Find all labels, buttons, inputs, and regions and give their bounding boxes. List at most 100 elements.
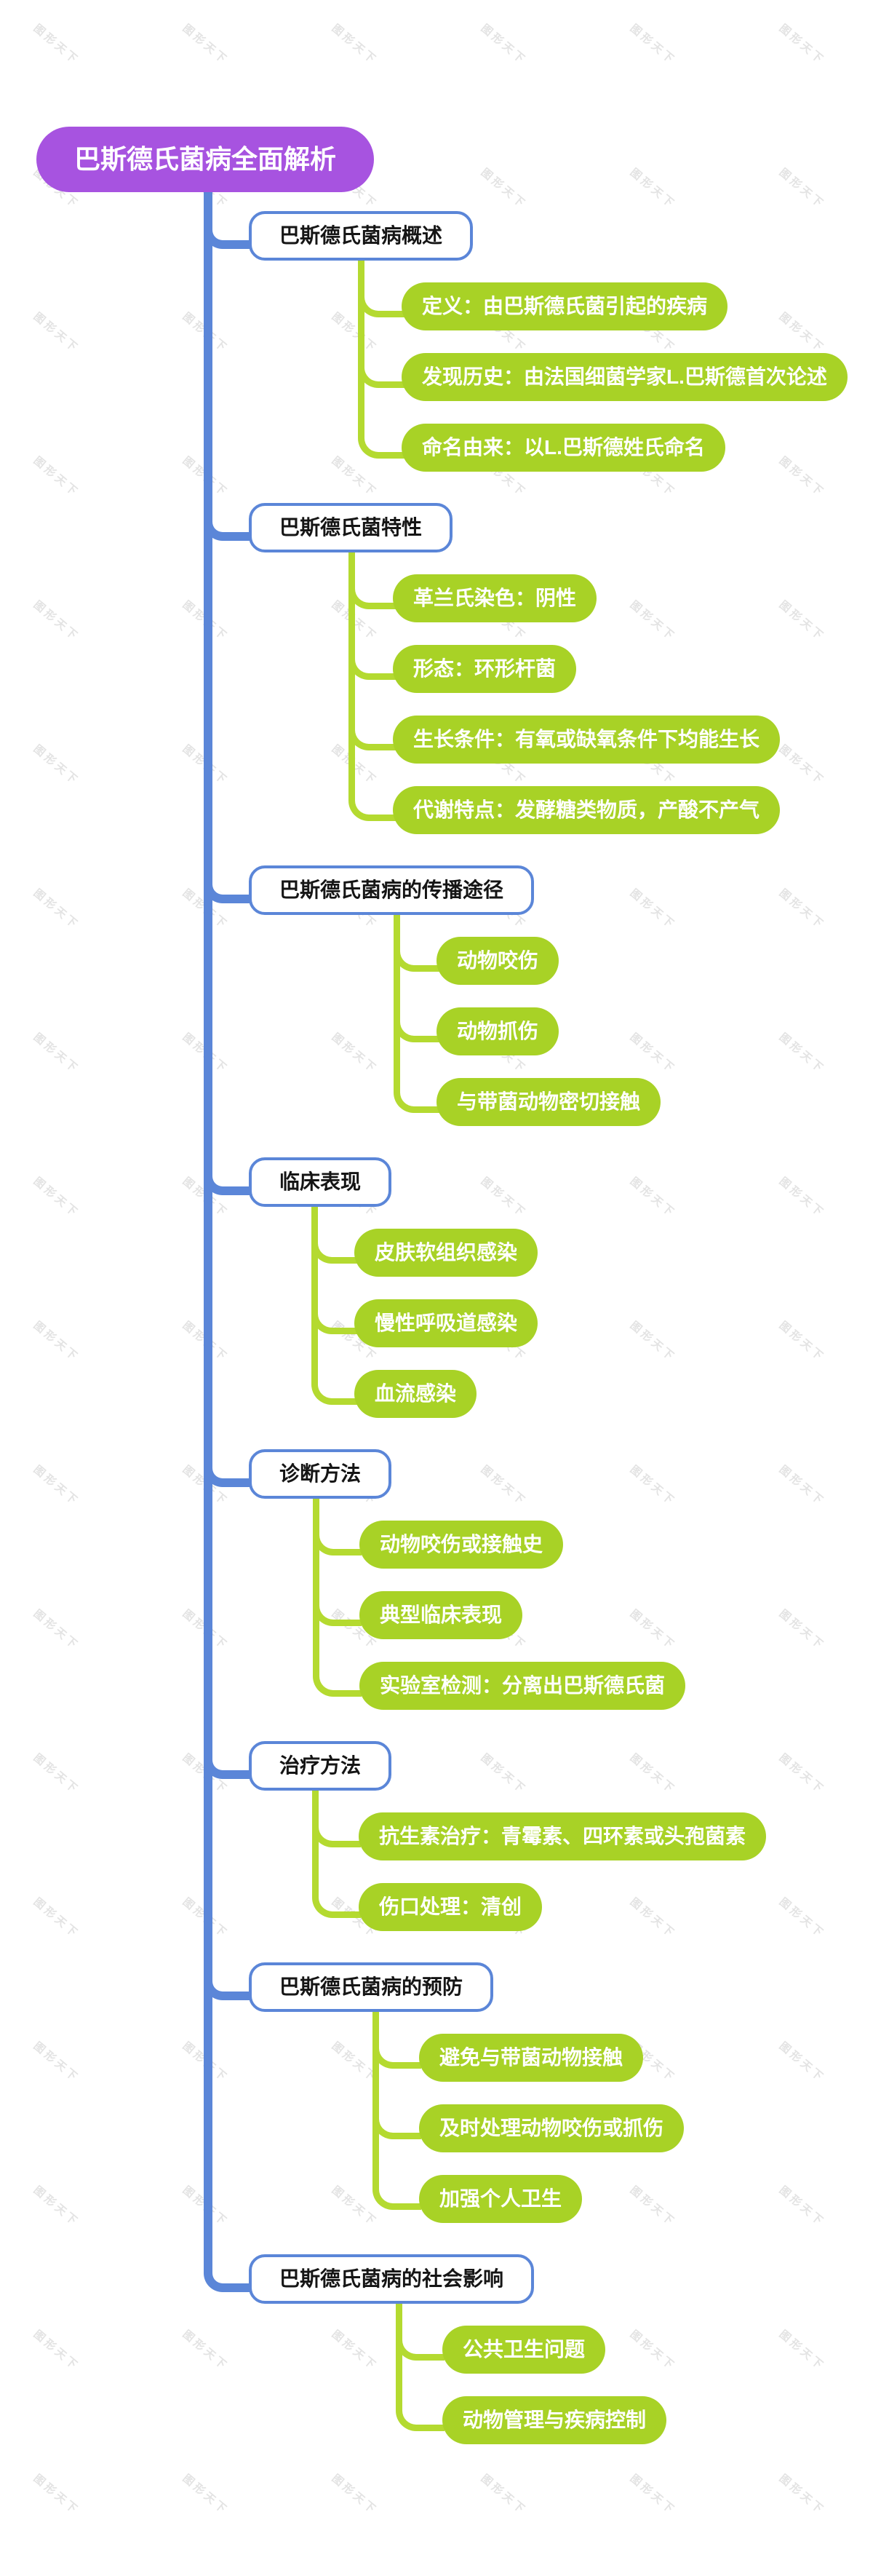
leaf-trunk xyxy=(358,261,364,432)
leaf-connector xyxy=(396,2401,445,2431)
watermark-text: 图形天下 xyxy=(627,1751,678,1797)
leaf-node[interactable]: 命名由来：以L.巴斯德姓氏命名 xyxy=(402,424,725,472)
watermark-text: 图形天下 xyxy=(329,454,380,500)
watermark-text: 图形天下 xyxy=(627,1031,678,1077)
watermark-text: 图形天下 xyxy=(329,1031,380,1077)
watermark-text: 图形天下 xyxy=(627,887,678,932)
leaf-trunk xyxy=(311,1207,318,1378)
watermark-text: 图形天下 xyxy=(776,1463,827,1509)
leaf-connector xyxy=(313,1526,362,1555)
watermark-text: 图形天下 xyxy=(627,1895,678,1941)
branch-node-treatment[interactable]: 治疗方法 xyxy=(249,1741,392,1791)
leaf-connector xyxy=(348,721,397,750)
watermark-text: 图形天下 xyxy=(31,887,81,932)
leaf-trunk xyxy=(348,552,355,794)
watermark-text: 图形天下 xyxy=(478,22,529,68)
branch-node-diagnosis[interactable]: 诊断方法 xyxy=(249,1449,392,1499)
watermark-text: 图形天下 xyxy=(31,1463,81,1509)
leaf-connector xyxy=(358,429,407,459)
leaf-node[interactable]: 形态：环形杆菌 xyxy=(393,645,577,693)
leaf-connector xyxy=(348,791,397,821)
watermark-text: 图形天下 xyxy=(776,2472,827,2518)
branch-node-transmission[interactable]: 巴斯德氏菌病的传播途径 xyxy=(249,865,535,915)
watermark-text: 图形天下 xyxy=(776,2328,827,2374)
branch-connector xyxy=(204,876,259,903)
leaf-node[interactable]: 革兰氏染色：阴性 xyxy=(393,574,597,622)
leaf-node[interactable]: 加强个人卫生 xyxy=(419,2175,583,2223)
branch-node-clinical[interactable]: 临床表现 xyxy=(249,1157,392,1207)
watermark-text: 图形天下 xyxy=(776,310,827,356)
leaf-node[interactable]: 慢性呼吸道感染 xyxy=(354,1299,538,1347)
watermark-text: 图形天下 xyxy=(31,22,81,68)
watermark-text: 图形天下 xyxy=(776,454,827,500)
watermark-text: 图形天下 xyxy=(627,2184,678,2230)
watermark-text: 图形天下 xyxy=(478,1751,529,1797)
watermark-text: 图形天下 xyxy=(31,2328,81,2374)
leaf-node[interactable]: 皮肤软组织感染 xyxy=(354,1229,538,1277)
watermark-text: 图形天下 xyxy=(627,1319,678,1365)
watermark-text: 图形天下 xyxy=(180,22,231,68)
watermark-text: 图形天下 xyxy=(31,1031,81,1077)
watermark-text: 图形天下 xyxy=(478,2472,529,2518)
leaf-node[interactable]: 及时处理动物咬伤或抓伤 xyxy=(419,2104,685,2152)
leaf-connector xyxy=(394,942,442,972)
leaf-node[interactable]: 定义：由巴斯德氏菌引起的疾病 xyxy=(402,282,728,330)
leaf-node[interactable]: 实验室检测：分离出巴斯德氏菌 xyxy=(359,1662,686,1710)
leaf-node[interactable]: 动物抓伤 xyxy=(436,1007,559,1055)
leaf-node[interactable]: 动物管理与疾病控制 xyxy=(442,2396,667,2444)
leaf-node[interactable]: 发现历史：由法国细菌学家L.巴斯德首次论述 xyxy=(402,353,848,401)
leaf-node[interactable]: 抗生素治疗：青霉素、四环素或头孢菌素 xyxy=(359,1812,767,1860)
watermark-text: 图形天下 xyxy=(180,2328,231,2374)
watermark-text: 图形天下 xyxy=(31,1319,81,1365)
watermark-text: 图形天下 xyxy=(776,166,827,212)
branch-node-overview[interactable]: 巴斯德氏菌病概述 xyxy=(249,211,474,261)
root-node[interactable]: 巴斯德氏菌病全面解析 xyxy=(36,127,375,192)
leaf-connector xyxy=(312,1818,361,1847)
leaf-node[interactable]: 公共卫生问题 xyxy=(442,2326,606,2374)
watermark-text: 图形天下 xyxy=(31,742,81,788)
leaf-node[interactable]: 动物咬伤 xyxy=(436,937,559,985)
watermark-text: 图形天下 xyxy=(31,1895,81,1941)
leaf-connector xyxy=(348,650,397,680)
watermark-text: 图形天下 xyxy=(329,2328,380,2374)
watermark-text: 图形天下 xyxy=(776,22,827,68)
watermark-text: 图形天下 xyxy=(776,1895,827,1941)
leaf-node[interactable]: 避免与带菌动物接触 xyxy=(419,2034,644,2082)
leaf-node[interactable]: 动物咬伤或接触史 xyxy=(359,1521,564,1569)
watermark-text: 图形天下 xyxy=(31,454,81,500)
leaf-connector xyxy=(372,2039,421,2069)
branch-node-social-impact[interactable]: 巴斯德氏菌病的社会影响 xyxy=(249,2254,535,2304)
watermark-text: 图形天下 xyxy=(776,2040,827,2085)
leaf-connector xyxy=(312,1888,361,1918)
leaf-trunk xyxy=(372,2012,379,2183)
leaf-connector xyxy=(394,1012,442,1042)
leaf-connector xyxy=(348,579,397,609)
watermark-text: 图形天下 xyxy=(31,2472,81,2518)
leaf-connector xyxy=(394,1083,442,1113)
watermark-text: 图形天下 xyxy=(627,1607,678,1653)
leaf-node[interactable]: 血流感染 xyxy=(354,1370,477,1418)
leaf-node[interactable]: 生长条件：有氧或缺氧条件下均能生长 xyxy=(393,716,781,764)
branch-node-prevention[interactable]: 巴斯德氏菌病的预防 xyxy=(249,1962,494,2012)
watermark-text: 图形天下 xyxy=(627,166,678,212)
leaf-connector xyxy=(358,288,407,317)
watermark-text: 图形天下 xyxy=(31,1607,81,1653)
leaf-node[interactable]: 代谢特点：发酵糖类物质，产酸不产气 xyxy=(393,786,781,834)
leaf-node[interactable]: 典型临床表现 xyxy=(359,1591,523,1639)
watermark-text: 图形天下 xyxy=(776,1319,827,1365)
watermark-text: 图形天下 xyxy=(31,598,81,644)
watermark-text: 图形天下 xyxy=(627,1463,678,1509)
watermark-text: 图形天下 xyxy=(776,742,827,788)
watermark-text: 图形天下 xyxy=(31,1751,81,1797)
leaf-node[interactable]: 与带菌动物密切接触 xyxy=(436,1078,661,1126)
leaf-node[interactable]: 伤口处理：清创 xyxy=(359,1883,543,1931)
leaf-connector xyxy=(396,2331,445,2361)
branch-connector xyxy=(204,221,259,249)
leaf-connector xyxy=(311,1234,360,1264)
leaf-connector xyxy=(372,2109,421,2139)
watermark-text: 图形天下 xyxy=(329,2472,380,2518)
branch-node-traits[interactable]: 巴斯德氏菌特性 xyxy=(249,503,453,552)
watermark-text: 图形天下 xyxy=(776,887,827,932)
watermark-text: 图形天下 xyxy=(627,2328,678,2374)
